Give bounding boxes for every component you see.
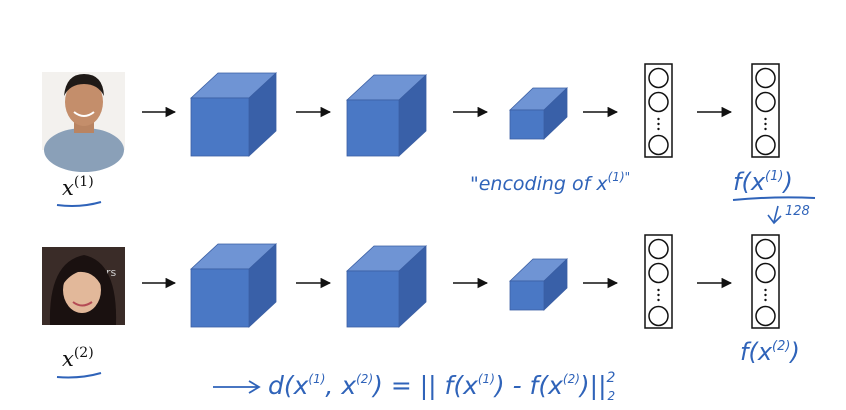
formula-arrow-icon bbox=[213, 380, 261, 394]
neuron-circle-icon bbox=[648, 134, 669, 156]
neuron-circle-icon bbox=[648, 305, 669, 327]
neuron-circle-icon bbox=[755, 134, 776, 156]
fc-layer-1 bbox=[644, 63, 673, 158]
vertical-ellipsis-icon bbox=[764, 288, 767, 302]
neuron-circle-icon bbox=[648, 67, 669, 89]
dimension-arrow bbox=[767, 205, 782, 225]
person-2-photo: rs bbox=[42, 247, 125, 325]
fc-layer-2 bbox=[644, 234, 673, 329]
encoding-underline bbox=[732, 196, 816, 201]
conv-block-3 bbox=[509, 87, 568, 140]
vertical-ellipsis-icon bbox=[657, 288, 660, 302]
conv-block-5 bbox=[345, 245, 428, 328]
encoding-of-annotation: "encoding of x(1)" bbox=[470, 170, 630, 195]
encoding-f-x2: f(x(2)) bbox=[740, 338, 800, 366]
neuron-circle-icon bbox=[648, 238, 669, 260]
dimension-label: 128 bbox=[785, 204, 810, 219]
input-label-x2: x(2) bbox=[62, 345, 94, 371]
neuron-circle-icon bbox=[755, 67, 776, 89]
conv-block-2 bbox=[345, 74, 428, 157]
row-1: x(1) bbox=[42, 63, 816, 225]
neuron-circle-icon bbox=[755, 238, 776, 260]
input-underline-2 bbox=[56, 372, 102, 379]
neuron-circle-icon bbox=[755, 262, 776, 284]
input-underline-1 bbox=[56, 201, 102, 207]
vertical-ellipsis-icon bbox=[657, 117, 660, 131]
encoding-layer-2 bbox=[751, 234, 780, 329]
vertical-ellipsis-icon bbox=[764, 117, 767, 131]
conv-block-6 bbox=[509, 258, 568, 311]
conv-block-1 bbox=[189, 72, 278, 157]
neuron-circle-icon bbox=[648, 262, 669, 284]
encoding-layer-1 bbox=[751, 63, 780, 158]
neuron-circle-icon bbox=[648, 91, 669, 113]
neuron-circle-icon bbox=[755, 305, 776, 327]
conv-block-4 bbox=[189, 243, 278, 328]
svg-text:rs: rs bbox=[106, 266, 117, 279]
input-label-x1: x(1) bbox=[62, 174, 94, 200]
row-2: rs x(2) bbox=[42, 234, 800, 379]
person-1-photo bbox=[42, 72, 125, 172]
encoding-f-x1: f(x(1)) bbox=[733, 168, 793, 196]
neuron-circle-icon bbox=[755, 91, 776, 113]
